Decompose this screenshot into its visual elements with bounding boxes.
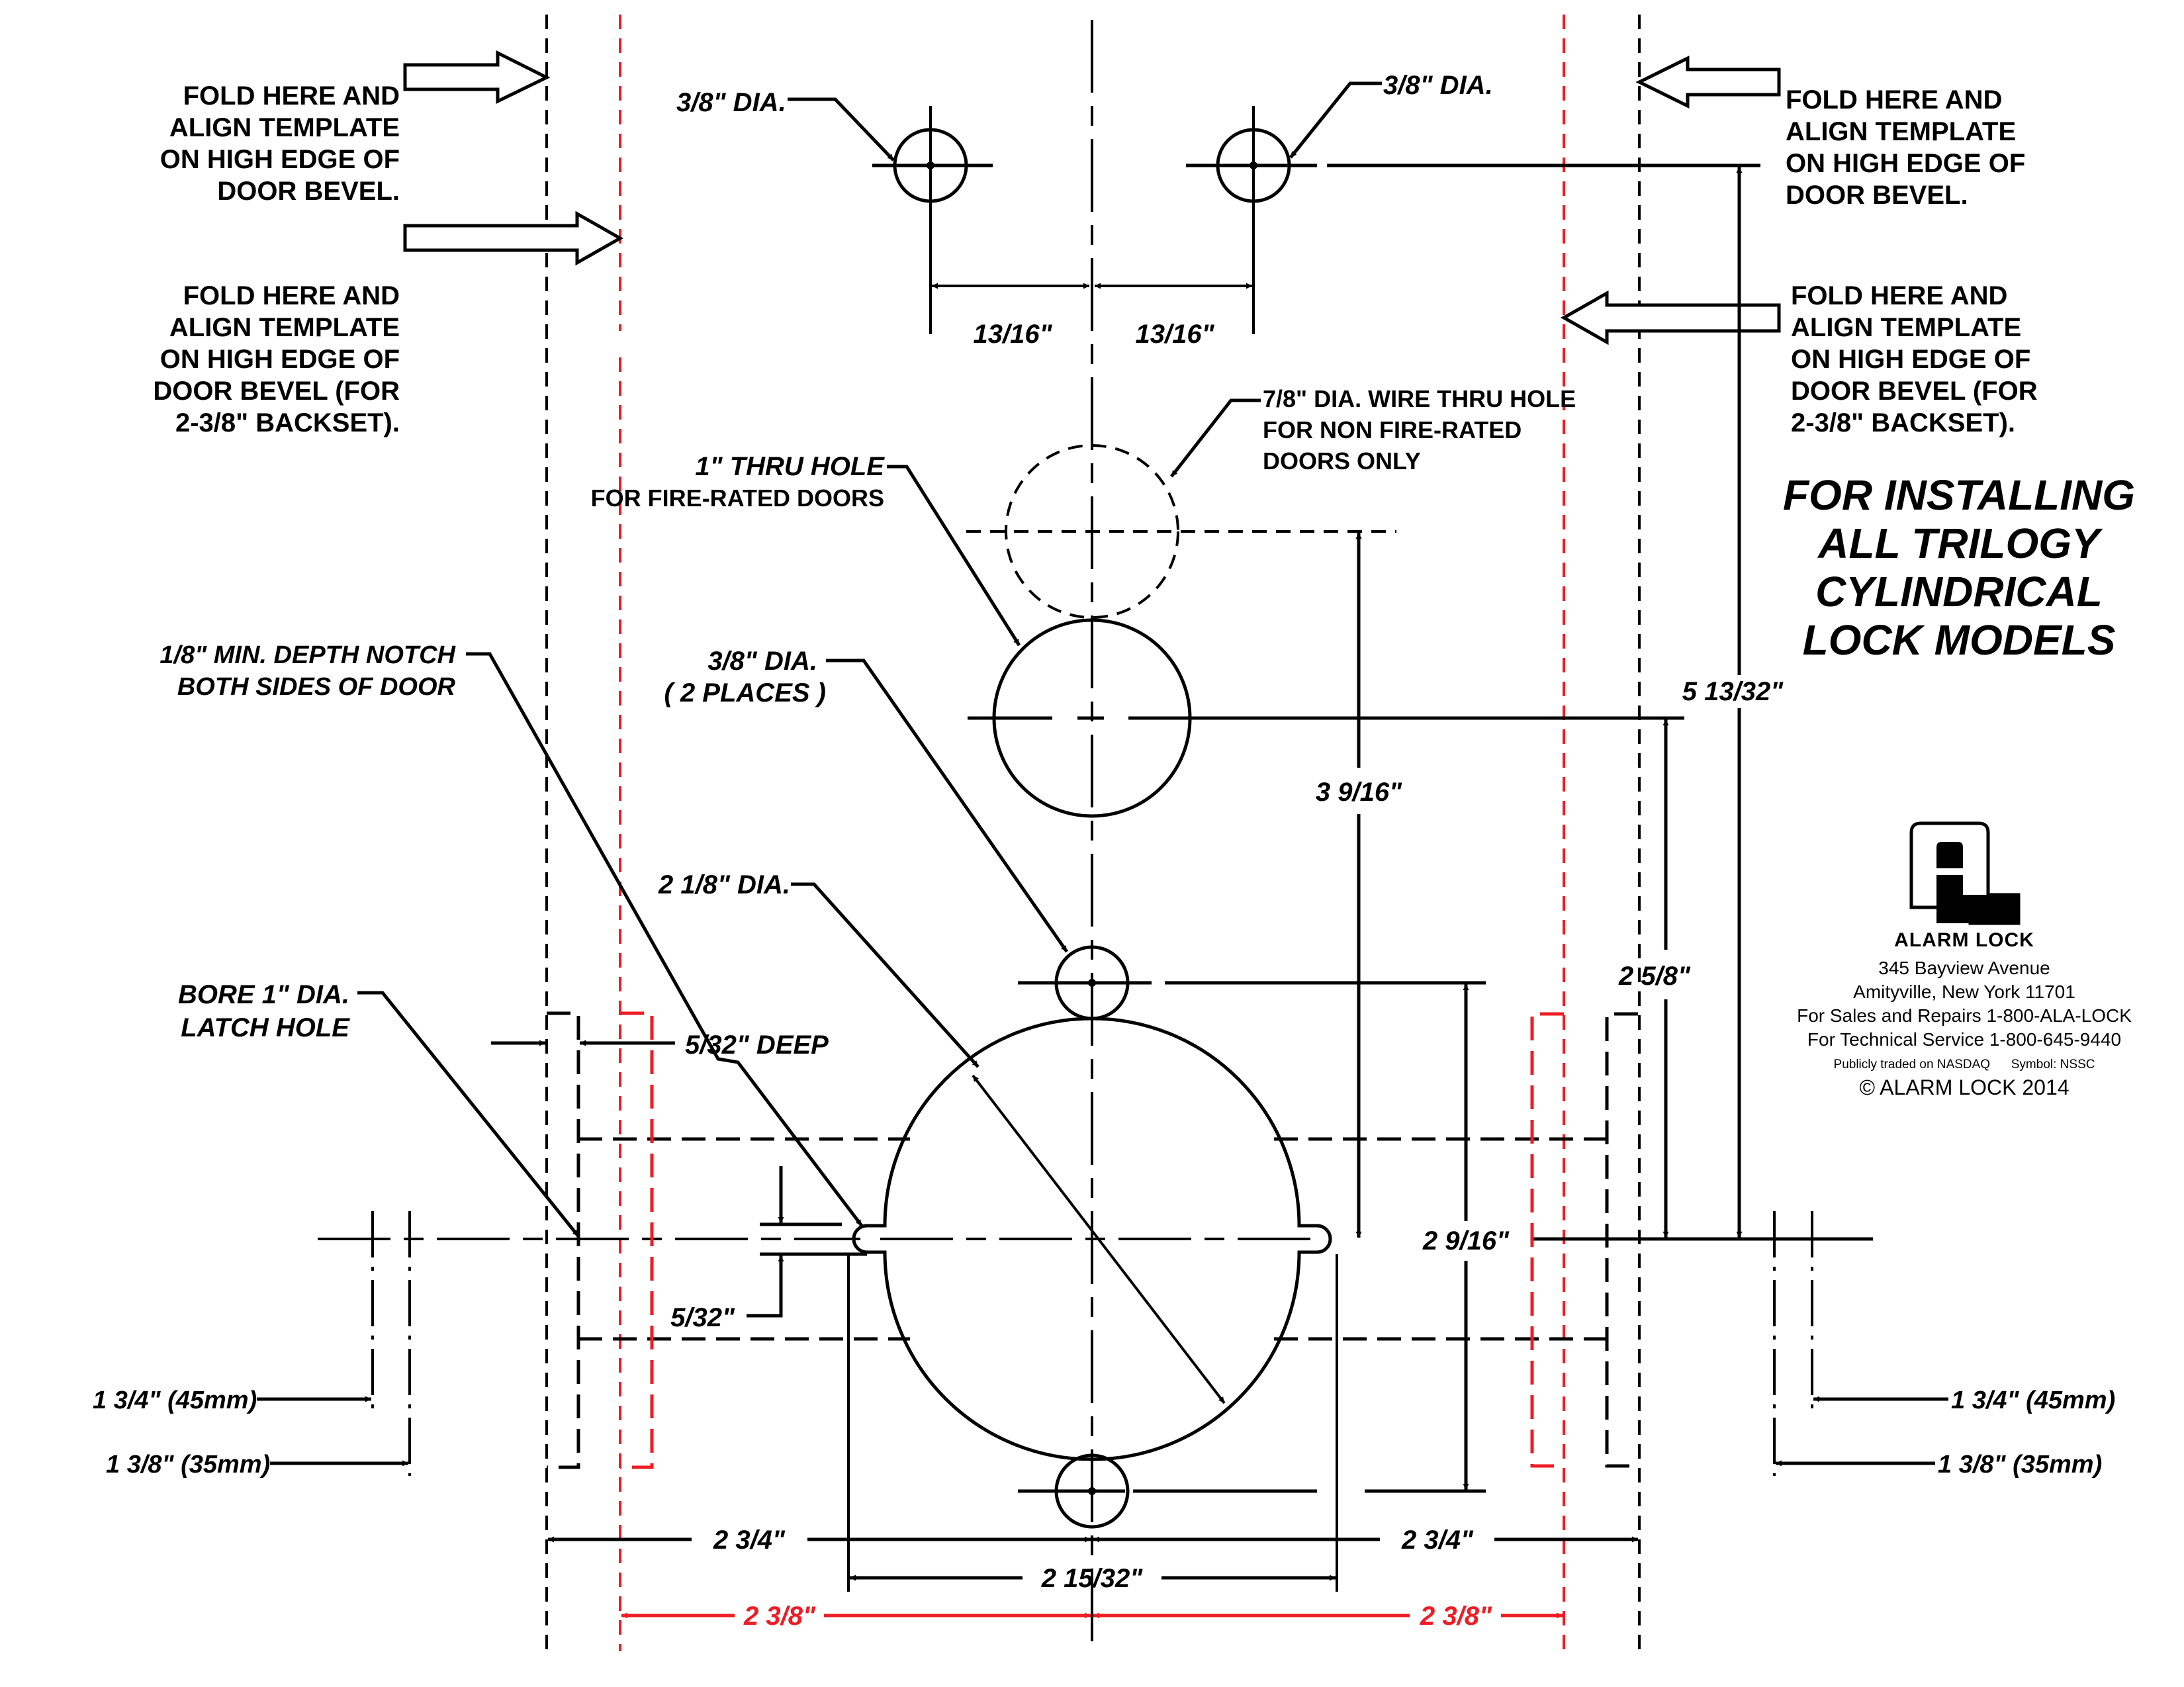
fold-note-right-bottom: FOLD HERE AND ALIGN TEMPLATE ON HIGH EDG… [1791, 281, 2038, 437]
leader-thru-hole [887, 465, 1021, 647]
fold-note-line: FOLD HERE AND [1791, 281, 2007, 310]
fold-note-line: FOLD HERE AND [183, 281, 400, 310]
fold-note-line: ALIGN TEMPLATE [169, 113, 400, 142]
callout-small-holes-count: ( 2 PLACES ) [664, 678, 826, 707]
fold-note-right-top: FOLD HERE AND ALIGN TEMPLATE ON HIGH EDG… [1786, 85, 2025, 210]
fold-note-left-bottom: FOLD HERE AND ALIGN TEMPLATE ON HIGH EDG… [153, 281, 400, 437]
leader-small-holes [826, 659, 1069, 953]
small-hole-bottom [1018, 1453, 1486, 1529]
company-logo-name: ALARM LOCK [1894, 929, 2034, 951]
fold-note-line: FOLD HERE AND [183, 81, 400, 111]
leader-notch [466, 652, 863, 1227]
company-address-line: 345 Bayview Avenue [1878, 958, 2050, 978]
arrow-notch-bottom [747, 1255, 784, 1318]
callout-wire-hole-line: FOR NON FIRE-RATED [1263, 416, 1522, 443]
company-copyright: © ALARM LOCK 2014 [1859, 1075, 2069, 1099]
company-tech-phone: For Technical Service 1-800-645-9440 [1807, 1029, 2121, 1050]
edge-bracket-right-black [1605, 1012, 1638, 1468]
dim-door-45-right: 1 3/4" (45mm) [1951, 1387, 2115, 1414]
callout-thru-hole-title: 1" THRU HOLE [695, 452, 885, 481]
fold-note-line: ON HIGH EDGE OF [1786, 149, 2025, 178]
edge-bracket-left-black [547, 1011, 580, 1469]
callout-small-holes-dia: 3/8" DIA. [707, 647, 817, 676]
title-line: ALL TRILOGY [1817, 520, 2103, 567]
fold-note-line: DOOR BEVEL. [1786, 181, 1968, 210]
dim-small-hole-spacing: 2 9/16" [1422, 1226, 1510, 1255]
dim-top-to-latch: 5 13/32" [1682, 677, 1784, 706]
callout-latch-hole-line: BORE 1" DIA. [178, 980, 349, 1009]
title-line: LOCK MODELS [1803, 616, 2116, 664]
fold-note-line: DOOR BEVEL (FOR [1791, 377, 2038, 406]
title-line: FOR INSTALLING [1783, 471, 2135, 519]
dim-top-right-spacing: 13/16" [1135, 320, 1214, 349]
dim-wire-to-latch: 3 9/16" [1316, 778, 1402, 807]
fold-note-line: ALIGN TEMPLATE [1786, 117, 2016, 146]
dim-door-35-right: 1 3/8" (35mm) [1938, 1451, 2102, 1479]
fold-note-line: ALIGN TEMPLATE [169, 313, 400, 342]
main-bore-2-1-8 [852, 1017, 1332, 1461]
callout-main-bore: 2 1/8" DIA. [658, 870, 790, 899]
fold-note-line: DOOR BEVEL (FOR [153, 377, 400, 406]
title-line: CYLINDRICAL [1815, 568, 2103, 616]
fold-arrow-right-top [1635, 55, 1781, 109]
callout-deep: 5/32" DEEP [685, 1030, 829, 1060]
dim-thru-to-latch: 2 5/8" [1618, 962, 1691, 991]
fold-arrow-left-bottom [403, 210, 624, 266]
callout-latch-hole-line: LATCH HOLE [181, 1013, 350, 1042]
fold-note-line: ALIGN TEMPLATE [1791, 313, 2021, 342]
dim-bore-width: 2 15/32" [1041, 1564, 1143, 1593]
dim-right-backset: 2 3/4" [1401, 1526, 1474, 1555]
alarm-lock-logo-icon [1909, 821, 2021, 925]
fold-note-left-top: FOLD HERE AND ALIGN TEMPLATE ON HIGH EDG… [160, 81, 400, 206]
leader-wire-hole [1170, 398, 1261, 478]
callout-wire-hole-line: DOORS ONLY [1263, 447, 1421, 475]
callout-top-left-hole: 3/8" DIA. [676, 88, 786, 117]
leader-main-bore [791, 882, 979, 1068]
fold-note-line: FOLD HERE AND [1786, 85, 2002, 114]
template-title: FOR INSTALLING ALL TRILOGY CYLINDRICAL L… [1783, 471, 2135, 664]
callout-notch-height: 5/32" [670, 1303, 735, 1332]
leader-top-right-hole [1289, 81, 1382, 159]
edge-bracket-right-red [1530, 1012, 1564, 1468]
fold-note-line: ON HIGH EDGE OF [1791, 345, 2030, 374]
dim-left-backset-red: 2 3/8" [743, 1602, 816, 1631]
callout-top-right-hole: 3/8" DIA. [1383, 71, 1493, 100]
small-hole-top [1018, 945, 1486, 1021]
leader-latch-hole [357, 991, 580, 1238]
fold-arrow-left-top [403, 50, 551, 104]
callout-notch-line: BOTH SIDES OF DOOR [177, 673, 456, 701]
company-sales-phone: For Sales and Repairs 1-800-ALA-LOCK [1797, 1005, 2132, 1026]
fold-arrow-right-bottom [1560, 290, 1781, 345]
fold-note-line: DOOR BEVEL. [217, 177, 400, 206]
dim-left-backset: 2 3/4" [713, 1526, 786, 1555]
dim-door-35-left: 1 3/8" (35mm) [106, 1451, 270, 1479]
dim-right-backset-red: 2 3/8" [1420, 1602, 1492, 1631]
wire-thru-hole-dashed [1005, 444, 1179, 619]
top-left-screw-hole [872, 106, 993, 334]
dim-top-left-spacing: 13/16" [973, 320, 1052, 349]
callout-wire-hole-line: 7/8" DIA. WIRE THRU HOLE [1263, 385, 1576, 412]
leader-top-left-hole [788, 97, 895, 161]
fold-note-line: ON HIGH EDGE OF [160, 145, 400, 174]
callout-notch-line: 1/8" MIN. DEPTH NOTCH [159, 641, 456, 669]
company-stock-line: Publicly traded on NASDAQ Symbol: NSSC [1834, 1058, 2095, 1071]
edge-bracket-left-red [620, 1011, 654, 1469]
dim-door-45-left: 1 3/4" (45mm) [93, 1387, 257, 1414]
company-address-line: Amityville, New York 11701 [1853, 981, 2075, 1002]
fold-note-line: 2-3/8" BACKSET). [1791, 408, 2015, 437]
top-right-screw-hole [1186, 106, 1760, 334]
fold-note-line: 2-3/8" BACKSET). [175, 408, 400, 437]
callout-thru-hole-sub: FOR FIRE-RATED DOORS [591, 484, 884, 512]
fold-note-line: ON HIGH EDGE OF [160, 345, 400, 374]
